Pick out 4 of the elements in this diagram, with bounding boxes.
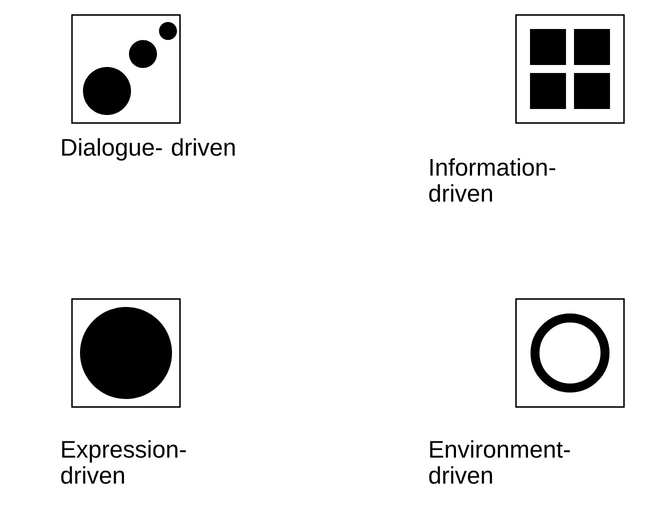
label: Environment- driven bbox=[429, 440, 570, 484]
label: Expression- driven bbox=[61, 440, 186, 484]
label: Dialogue- driven bbox=[62, 138, 235, 161]
label: Information- driven bbox=[429, 158, 556, 202]
